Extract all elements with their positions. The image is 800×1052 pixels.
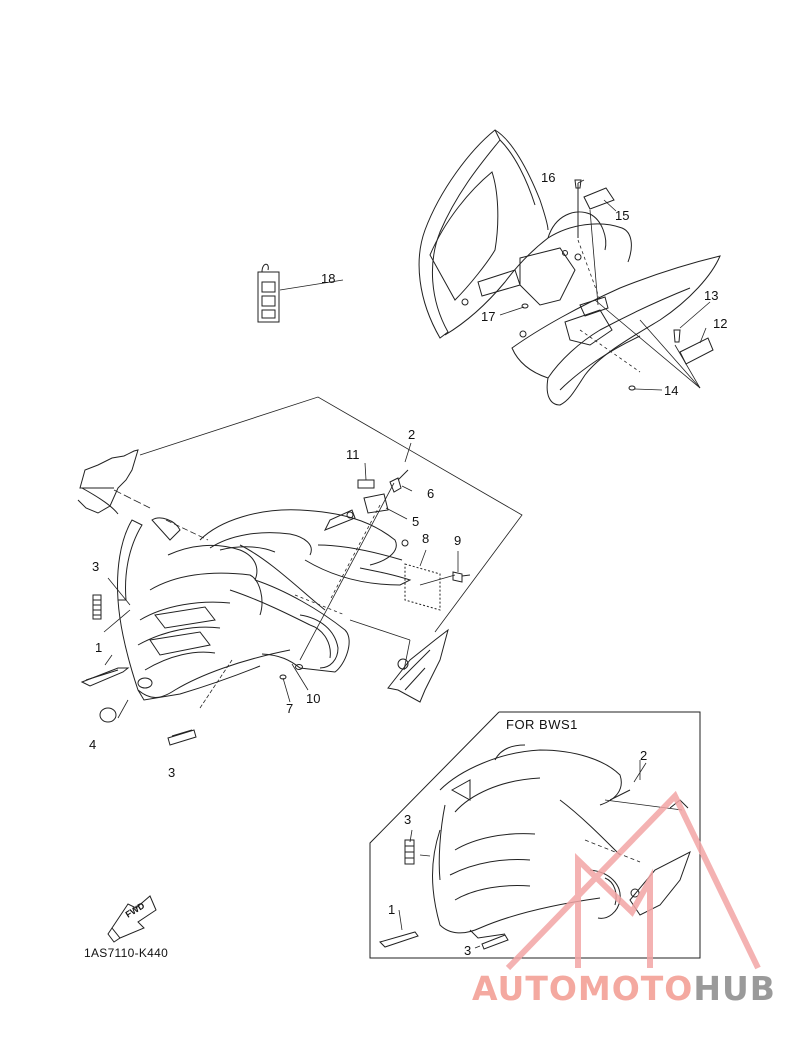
watermark-part-2: HUB [693, 969, 776, 1008]
callout-3-bws1: 3 [464, 943, 472, 958]
front-fender-drawing [78, 450, 410, 700]
callout-14: 14 [664, 383, 679, 398]
callout-13: 13 [704, 288, 719, 303]
callout-10: 10 [306, 691, 321, 706]
callout-2: 2 [408, 427, 416, 442]
callout-18: 18 [321, 271, 336, 286]
callout-7: 7 [286, 701, 294, 716]
watermark-part-1: AUTOMOTO [472, 969, 694, 1008]
callout-17: 17 [481, 309, 496, 324]
watermark-logo [508, 796, 758, 968]
front-small-parts [82, 470, 470, 745]
callout-8: 8 [422, 531, 430, 546]
variant-box-title: FOR BWS1 [506, 717, 578, 732]
callout-3: 3 [168, 765, 176, 780]
callout-12: 12 [713, 316, 728, 331]
callout-3: 3 [92, 559, 100, 574]
diagram-code: 1AS7110-K440 [84, 946, 169, 960]
callout-3-bws1: 3 [404, 812, 412, 827]
callout-15: 15 [615, 208, 630, 223]
callout-6: 6 [427, 486, 435, 501]
callout-9: 9 [454, 533, 462, 548]
callout-4: 4 [89, 737, 97, 752]
callout-16: 16 [541, 170, 556, 185]
label-part-18 [258, 264, 279, 322]
bws1-variant-box [370, 712, 700, 958]
rear-fender-drawing [419, 130, 720, 405]
callout-5: 5 [412, 514, 420, 529]
callout-11: 11 [346, 447, 360, 462]
fwd-arrow-icon [108, 896, 156, 942]
callout-1: 1 [95, 640, 103, 655]
callout-1-bws1: 1 [388, 902, 396, 917]
watermark-text: AUTOMOTOHUB [472, 972, 776, 1005]
callout-2-bws1: 2 [640, 748, 648, 763]
